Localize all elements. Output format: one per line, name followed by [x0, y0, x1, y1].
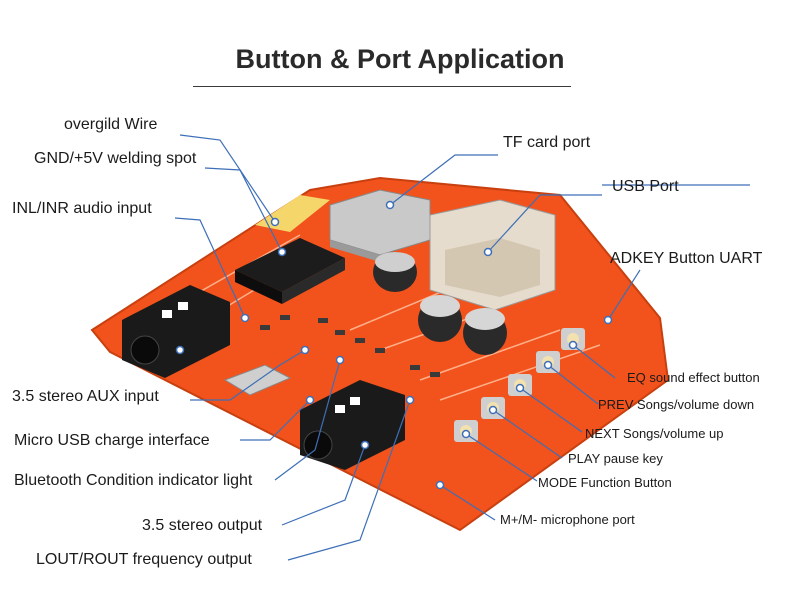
- label-eq-button: EQ sound effect button: [627, 370, 760, 385]
- leader-dots: [175, 200, 613, 490]
- label-bt-indicator: Bluetooth Condition indicator light: [14, 472, 253, 489]
- label-lout-rout: LOUT/ROUT frequency output: [36, 551, 252, 568]
- title-underline: [193, 86, 571, 87]
- label-prev-button: PREV Songs/volume down: [598, 397, 755, 412]
- page-title: Button & Port Application: [235, 44, 565, 74]
- label-inl-inr: INL/INR audio input: [12, 200, 152, 217]
- label-play-key: PLAY pause key: [568, 451, 663, 466]
- label-micro-usb: Micro USB charge interface: [14, 432, 210, 449]
- label-gnd-5v: GND/+5V welding spot: [34, 150, 197, 167]
- label-mic-port: M+/M- microphone port: [500, 512, 635, 527]
- ic-chip: [235, 238, 345, 304]
- label-mode-button: MODE Function Button: [538, 475, 672, 490]
- label-stereo-output: 3.5 stereo output: [142, 517, 263, 534]
- tf-card-holder: [329, 189, 431, 262]
- label-adkey: ADKEY Button UART: [610, 250, 763, 267]
- label-aux-input: 3.5 stereo AUX input: [12, 388, 159, 405]
- aux-input-jack: [122, 285, 230, 378]
- label-overgild-wire: overgild Wire: [64, 116, 158, 133]
- label-tf-card: TF card port: [503, 134, 591, 151]
- label-usb-port: USB Port: [612, 178, 679, 195]
- smd-components: [260, 315, 440, 377]
- stereo-output-jack: [300, 380, 405, 470]
- capacitors: [373, 252, 507, 355]
- label-next-button: NEXT Songs/volume up: [585, 426, 724, 441]
- micro-usb-connector: [223, 364, 292, 396]
- usb-port-body: [429, 199, 556, 311]
- leader-lines: [174, 134, 750, 561]
